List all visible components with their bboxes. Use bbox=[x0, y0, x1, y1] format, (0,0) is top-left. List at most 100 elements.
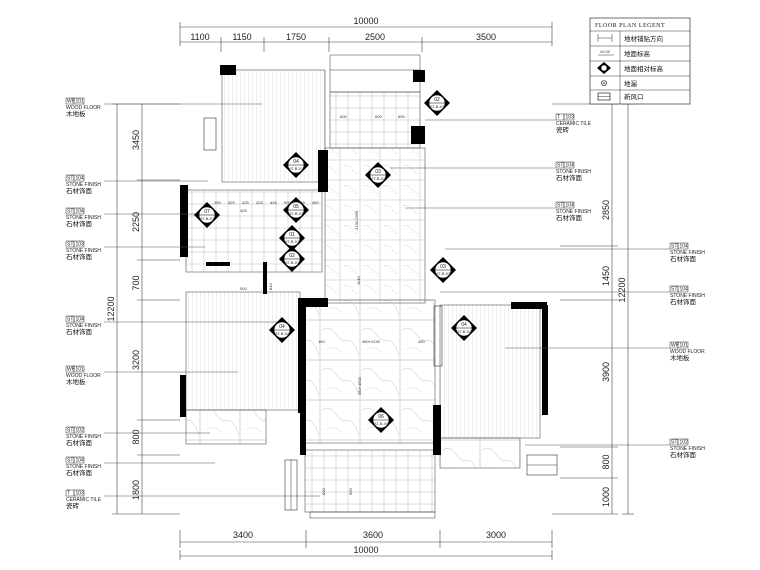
floor-drain-icon bbox=[601, 80, 607, 86]
tag-chinese: 石材饰面 bbox=[66, 327, 93, 336]
tag-chinese: 石材饰面 bbox=[66, 438, 93, 447]
row-label-2: 425 bbox=[228, 200, 235, 205]
tag-code: T bbox=[67, 491, 70, 497]
tag-chinese: 石材饰面 bbox=[66, 219, 93, 228]
tag-number: 102 bbox=[680, 440, 689, 446]
left-seg-6: 1800 bbox=[131, 480, 141, 500]
row-label-9: 450 bbox=[312, 200, 319, 205]
row-label-5: 426 bbox=[270, 200, 277, 205]
left-seg-1: 3450 bbox=[131, 130, 141, 150]
top-seg-5: 3500 bbox=[476, 32, 496, 42]
marker-ref: AT-B-01 bbox=[285, 239, 300, 244]
marker-ref: AT-B-01 bbox=[430, 104, 445, 109]
left-seg-4: 3200 bbox=[131, 350, 141, 370]
legend-item-3: 地面相对标高 bbox=[624, 64, 664, 73]
bottom-dimension-segments: 3400 3600 3000 bbox=[179, 530, 553, 548]
tag-number: 101 bbox=[680, 343, 689, 349]
top-seg-3: 1750 bbox=[286, 32, 306, 42]
living-dim-a: 450+2240 bbox=[362, 339, 381, 344]
tag-number: 101 bbox=[76, 99, 85, 105]
tag-chinese: 石材饰面 bbox=[66, 186, 93, 195]
tag-english: WOOD FLOOR bbox=[670, 349, 705, 355]
bedroom-1-floor bbox=[221, 69, 326, 183]
top-seg-1: 1100 bbox=[190, 32, 209, 42]
living-dim-d: 160 bbox=[318, 339, 325, 344]
legend-item-5: 新风口 bbox=[624, 92, 644, 101]
interior-dimensions: 600 600 600 3130-2950 1140 450+2240 450+… bbox=[214, 114, 425, 495]
tag-number: 104 bbox=[680, 287, 689, 293]
exhaust-fan-icon bbox=[597, 92, 611, 101]
bedroom-2-floor bbox=[185, 291, 301, 411]
row-label-8: 425 bbox=[240, 208, 247, 213]
tag-english: STONE FINISH bbox=[556, 209, 591, 215]
kitchen-dim-b: 600 bbox=[375, 114, 382, 119]
marker-ref: AT-B-01 bbox=[285, 260, 300, 265]
tag-code: WF bbox=[67, 99, 75, 105]
tag-code: ST bbox=[671, 244, 677, 250]
tag-chinese: 石材饰面 bbox=[66, 468, 93, 477]
marker-number: 03 bbox=[440, 264, 446, 270]
bath-dim-b: 500 bbox=[240, 286, 247, 291]
marker-number: 06 bbox=[378, 414, 384, 420]
legend-item-1: 地材铺贴方向 bbox=[624, 34, 663, 43]
marker-ref: AT-B-01 bbox=[289, 166, 304, 171]
row-label-3: 425 bbox=[242, 200, 249, 205]
row-label-1: 250 bbox=[214, 200, 221, 205]
left-seg-3: 700 bbox=[131, 275, 141, 290]
tag-english: STONE FINISH bbox=[670, 446, 705, 452]
openings bbox=[203, 54, 558, 519]
tag-code: ST bbox=[67, 428, 73, 434]
row-label-6: 900 bbox=[284, 200, 291, 205]
tag-chinese: 石材饰面 bbox=[670, 297, 697, 306]
bath-dim-a: 840 bbox=[268, 283, 273, 290]
right-seg-3: 3900 bbox=[601, 362, 611, 382]
tag-english: STONE FINISH bbox=[66, 248, 101, 254]
left-dimension-total: 12200 bbox=[106, 103, 180, 515]
tag-chinese: 瓷砖 bbox=[556, 125, 570, 134]
tag-english: STONE FINISH bbox=[670, 250, 705, 256]
tag-code: ST bbox=[67, 209, 73, 215]
kitchen-floor bbox=[329, 91, 421, 149]
marker-number: 02 bbox=[434, 97, 440, 103]
tag-code: ST bbox=[671, 287, 677, 293]
tag-code: WF bbox=[671, 343, 679, 349]
tag-english: STONE FINISH bbox=[66, 434, 101, 440]
bottom-seg-3: 3000 bbox=[486, 530, 506, 540]
tag-number: 104 bbox=[566, 163, 575, 169]
bottom-dimension-total: 10000 bbox=[179, 545, 553, 560]
elevation-markers: 02AT-B-0104AT-B-0103AT-B-0205AT-B-0107AT… bbox=[194, 90, 477, 433]
marker-number: 07 bbox=[204, 209, 210, 215]
marker-ref: AT-B-04 bbox=[374, 421, 389, 426]
tag-number: 103 bbox=[76, 491, 85, 497]
tag-number: 104 bbox=[680, 244, 689, 250]
tag-number: 102 bbox=[76, 428, 85, 434]
right-dimension-segments: 2850 1450 3900 800 1000 bbox=[552, 103, 618, 515]
balcony-floor bbox=[304, 449, 436, 513]
tag-english: STONE FINISH bbox=[66, 182, 101, 188]
tag-number: 104 bbox=[76, 176, 85, 182]
tag-code: ST bbox=[671, 440, 677, 446]
tag-code: ST bbox=[67, 458, 73, 464]
kitchen-dim-a: 600 bbox=[340, 114, 347, 119]
